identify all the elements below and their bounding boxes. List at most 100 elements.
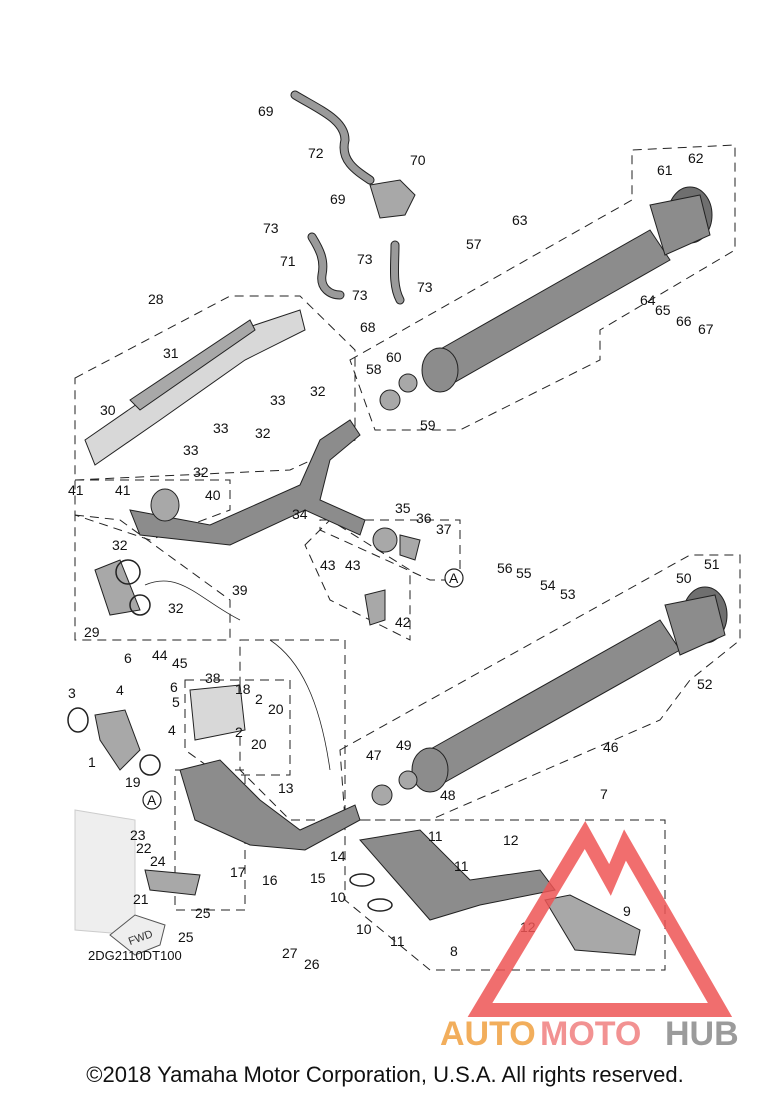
callout-33c: 33 (183, 442, 199, 458)
callout-55: 55 (516, 565, 532, 581)
callout-71: 71 (280, 253, 296, 269)
section-marker-a-upper: A (449, 570, 459, 586)
outline-group-28 (74, 295, 356, 481)
callout-2b: 2 (235, 724, 243, 740)
callout-4b: 4 (168, 722, 176, 738)
callout-34: 34 (292, 506, 308, 522)
callout-44: 44 (152, 647, 168, 663)
callout-26: 26 (304, 956, 320, 972)
callout-43b: 43 (345, 557, 361, 573)
exhaust-pipe-upper (94, 419, 421, 626)
callout-32d: 32 (112, 537, 128, 553)
callout-24: 24 (150, 853, 166, 869)
callout-62: 62 (688, 150, 704, 166)
callout-68: 68 (360, 319, 376, 335)
callout-14: 14 (330, 848, 346, 864)
callout-29: 29 (84, 624, 100, 640)
heat-shield-upper (84, 309, 306, 466)
callout-32c: 32 (193, 464, 209, 480)
callout-64: 64 (640, 292, 656, 308)
callout-35: 35 (395, 500, 411, 516)
callout-45: 45 (172, 655, 188, 671)
callout-32a: 32 (310, 383, 326, 399)
callout-69a: 69 (258, 103, 274, 119)
watermark-text-hub: HUB (665, 1015, 739, 1053)
upper-muffler (379, 186, 713, 411)
lower-muffler (371, 586, 728, 806)
callout-21: 21 (133, 891, 149, 907)
callout-50: 50 (676, 570, 692, 586)
callout-10b: 10 (356, 921, 372, 937)
callout-11a: 11 (428, 828, 443, 844)
callout-23: 23 (130, 827, 146, 843)
watermark-logo (467, 821, 733, 1017)
callout-2a: 2 (255, 691, 263, 707)
callout-61: 61 (657, 162, 673, 178)
callout-73b: 73 (357, 251, 373, 267)
section-marker-a-lower: A (147, 792, 157, 808)
callout-6b: 6 (170, 679, 178, 695)
watermark: AUTO MOTO HUB (440, 821, 739, 1053)
callout-70: 70 (410, 152, 426, 168)
callout-25b: 25 (178, 929, 194, 945)
callout-73c: 73 (352, 287, 368, 303)
callout-52: 52 (697, 676, 713, 692)
callout-11c: 11 (390, 933, 405, 949)
callout-6a: 6 (124, 650, 132, 666)
callout-3: 3 (68, 685, 76, 701)
callout-33a: 33 (270, 392, 286, 408)
callout-7: 7 (600, 786, 608, 802)
callout-43a: 43 (320, 557, 336, 573)
callout-58: 58 (366, 361, 382, 377)
callout-66: 66 (676, 313, 692, 329)
callout-47: 47 (366, 747, 382, 763)
callout-27: 27 (282, 945, 298, 961)
diagram-code: 2DG2110DT100 (88, 948, 182, 963)
callout-22: 22 (136, 840, 152, 856)
outline-group-7 (344, 819, 666, 971)
callout-12a: 12 (503, 832, 519, 848)
callout-48: 48 (440, 787, 456, 803)
callout-1: 1 (88, 754, 96, 770)
callout-72: 72 (308, 145, 324, 161)
callout-54: 54 (540, 577, 556, 593)
fwd-arrow: FWD (109, 914, 166, 956)
callout-13: 13 (278, 780, 294, 796)
copyright-notice: ©2018 Yamaha Motor Corporation, U.S.A. A… (86, 1062, 684, 1087)
callout-65: 65 (655, 302, 671, 318)
callout-36: 36 (416, 510, 432, 526)
callout-16: 16 (262, 872, 278, 888)
outline-group-29 (74, 514, 231, 641)
callout-31: 31 (163, 345, 179, 361)
callout-69b: 69 (330, 191, 346, 207)
callout-9: 9 (623, 903, 631, 919)
callout-56: 56 (497, 560, 513, 576)
callout-73a: 73 (263, 220, 279, 236)
callout-73d: 73 (417, 279, 433, 295)
callout-19: 19 (125, 774, 141, 790)
callout-39: 39 (232, 582, 248, 598)
callout-5: 5 (172, 694, 180, 710)
exhaust-pipe-lower (67, 639, 641, 956)
callout-38: 38 (205, 670, 221, 686)
callout-60: 60 (386, 349, 402, 365)
outline-group-57 (349, 144, 736, 431)
callout-8: 8 (450, 943, 458, 959)
watermark-text-auto: AUTO (440, 1015, 536, 1053)
callout-33b: 33 (213, 420, 229, 436)
callout-67: 67 (698, 321, 714, 337)
air-hoses (290, 90, 416, 305)
callout-42: 42 (395, 614, 411, 630)
callout-46: 46 (603, 739, 619, 755)
air-valve-70 (369, 179, 416, 219)
callout-57: 57 (466, 236, 482, 252)
callout-41a: 41 (68, 482, 84, 498)
callout-25a: 25 (195, 905, 211, 921)
callout-32e: 32 (168, 600, 184, 616)
callout-11b: 11 (454, 858, 469, 874)
callout-53: 53 (560, 586, 576, 602)
callout-30: 30 (100, 402, 116, 418)
section-markers: A A (142, 568, 464, 810)
callout-32b: 32 (255, 425, 271, 441)
